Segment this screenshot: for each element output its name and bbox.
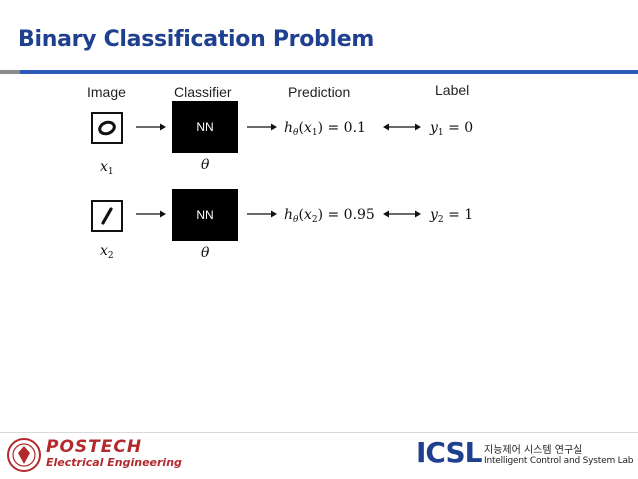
input-symbol: x	[303, 207, 312, 223]
column-header-classifier: Classifier	[174, 84, 232, 100]
postech-department: Electrical Engineering	[46, 456, 182, 469]
arrow-right-icon	[247, 123, 277, 131]
digit-image-1	[91, 200, 123, 232]
input-variable: x1	[100, 159, 114, 177]
double-arrow-icon	[383, 123, 421, 131]
prediction-expression: hθ(x1) = 0.1	[284, 120, 366, 138]
column-header-image: Image	[87, 84, 126, 100]
handwritten-one-icon	[101, 207, 113, 225]
prediction-value: 0.1	[343, 120, 366, 136]
title-underline	[20, 70, 638, 74]
param-symbol: θ	[293, 128, 299, 138]
label-expression: y1 = 0	[430, 120, 474, 138]
input-variable: x2	[100, 243, 114, 261]
footer-divider	[0, 432, 638, 433]
param-symbol: θ	[293, 215, 299, 225]
label-symbol: y	[430, 207, 438, 223]
classifier-label: NN	[196, 120, 214, 134]
input-symbol: x	[100, 159, 108, 175]
label-expression: y2 = 1	[430, 207, 474, 225]
digit-image-0	[91, 112, 123, 144]
param-theta: θ	[201, 245, 209, 261]
title-underline-grey	[0, 70, 20, 74]
icsl-korean-name: 지능제어 시스템 연구실	[484, 445, 583, 456]
slide-title: Binary Classification Problem	[18, 27, 374, 52]
column-header-prediction: Prediction	[288, 84, 351, 100]
double-arrow-icon	[383, 210, 421, 218]
param-symbol: θ	[201, 245, 210, 261]
arrow-right-icon	[136, 210, 166, 218]
label-index: 1	[437, 128, 444, 138]
input-index: 1	[107, 167, 114, 177]
classifier-label: NN	[196, 208, 214, 222]
icsl-logo-text: ICSL	[416, 436, 482, 469]
classifier-box: NN	[172, 101, 238, 153]
column-header-label: Label	[435, 82, 470, 98]
icsl-english-name: Intelligent Control and System Lab	[484, 456, 634, 466]
arrow-right-icon	[136, 123, 166, 131]
input-index: 1	[311, 128, 318, 138]
postech-seal-icon	[7, 438, 41, 472]
postech-logo-text: POSTECH	[46, 437, 143, 457]
input-index: 2	[311, 215, 318, 225]
param-theta: θ	[201, 157, 209, 173]
label-value: 1	[464, 207, 474, 223]
param-symbol: θ	[201, 157, 210, 173]
label-index: 2	[437, 215, 444, 225]
classifier-box: NN	[172, 189, 238, 241]
prediction-value: 0.95	[343, 207, 375, 223]
label-symbol: y	[430, 120, 438, 136]
input-symbol: x	[100, 243, 108, 259]
prediction-expression: hθ(x2) = 0.95	[284, 207, 375, 225]
input-symbol: x	[303, 120, 312, 136]
input-index: 2	[107, 251, 114, 261]
label-value: 0	[464, 120, 474, 136]
arrow-right-icon	[247, 210, 277, 218]
handwritten-zero-icon	[98, 120, 116, 136]
